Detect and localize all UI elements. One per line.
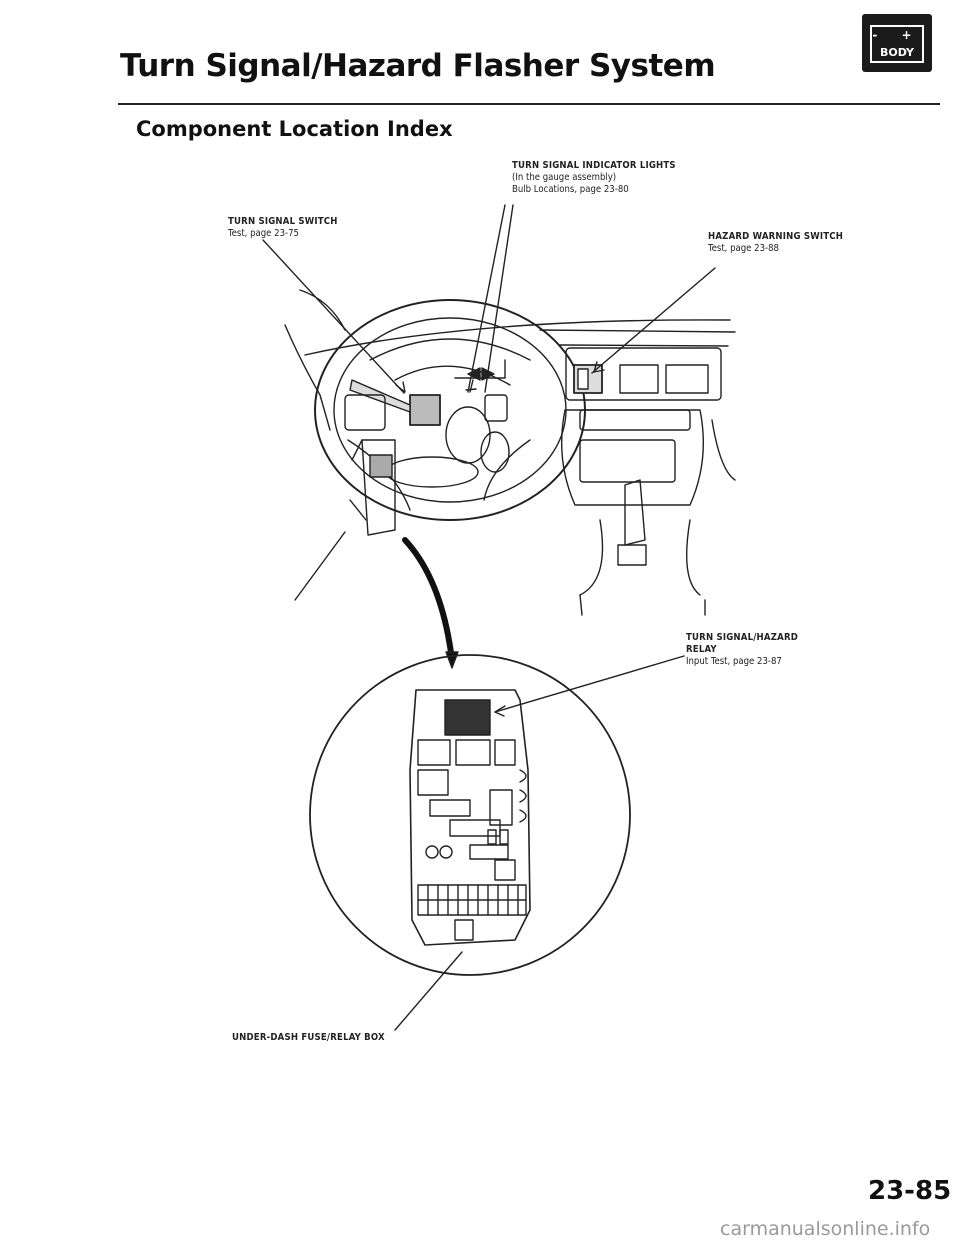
callout-turn-signal-switch-ref: Test, page 23-75 [228,228,299,239]
under-dash-fuse-box [409,689,531,946]
header-rule [118,103,940,105]
page-number: 23-85 [868,1176,952,1206]
callout-indicator-lights: TURN SIGNAL INDICATOR LIGHTS (In the gau… [512,160,676,196]
page-title: Turn Signal/Hazard Flasher System [120,48,716,84]
battery-terminals-label: - + [872,28,922,42]
callout-relay-ref: Input Test, page 23-87 [686,656,782,667]
body-battery-icon: - + BODY [862,14,932,72]
callout-fuse-box: UNDER-DASH FUSE/RELAY BOX [232,1032,385,1044]
callout-turn-signal-switch: TURN SIGNAL SWITCH Test, page 23-75 [228,216,338,240]
site-watermark: carmanualsonline.info [720,1218,931,1240]
connector-arrow [402,537,455,663]
callout-hazard-switch-name: HAZARD WARNING SWITCH [708,231,844,242]
section-title: Component Location Index [136,117,453,141]
callout-relay: TURN SIGNAL/HAZARD RELAY Input Test, pag… [686,632,798,668]
callout-relay-name-2: RELAY [686,644,717,655]
turn-signal-switch [409,394,441,426]
dashboard-outline [299,289,346,331]
callout-hazard-switch: HAZARD WARNING SWITCH Test, page 23-88 [708,231,843,255]
callout-hazard-switch-ref: Test, page 23-88 [708,243,779,254]
callout-turn-signal-switch-name: TURN SIGNAL SWITCH [228,216,338,227]
badge-label: BODY [879,46,915,59]
callout-indicator-lights-ref: Bulb Locations, page 23-80 [512,184,629,195]
callout-fuse-box-name: UNDER-DASH FUSE/RELAY BOX [232,1032,385,1043]
steering-wheel [314,299,586,521]
callout-indicator-lights-name: TURN SIGNAL INDICATOR LIGHTS [512,160,676,171]
magnified-view-circle [309,654,631,976]
turn-signal-hazard-relay [444,699,491,736]
callout-indicator-lights-location: (In the gauge assembly) [512,172,617,183]
callout-relay-name: TURN SIGNAL/HAZARD [686,632,799,643]
battery-outline: - + BODY [870,25,924,63]
